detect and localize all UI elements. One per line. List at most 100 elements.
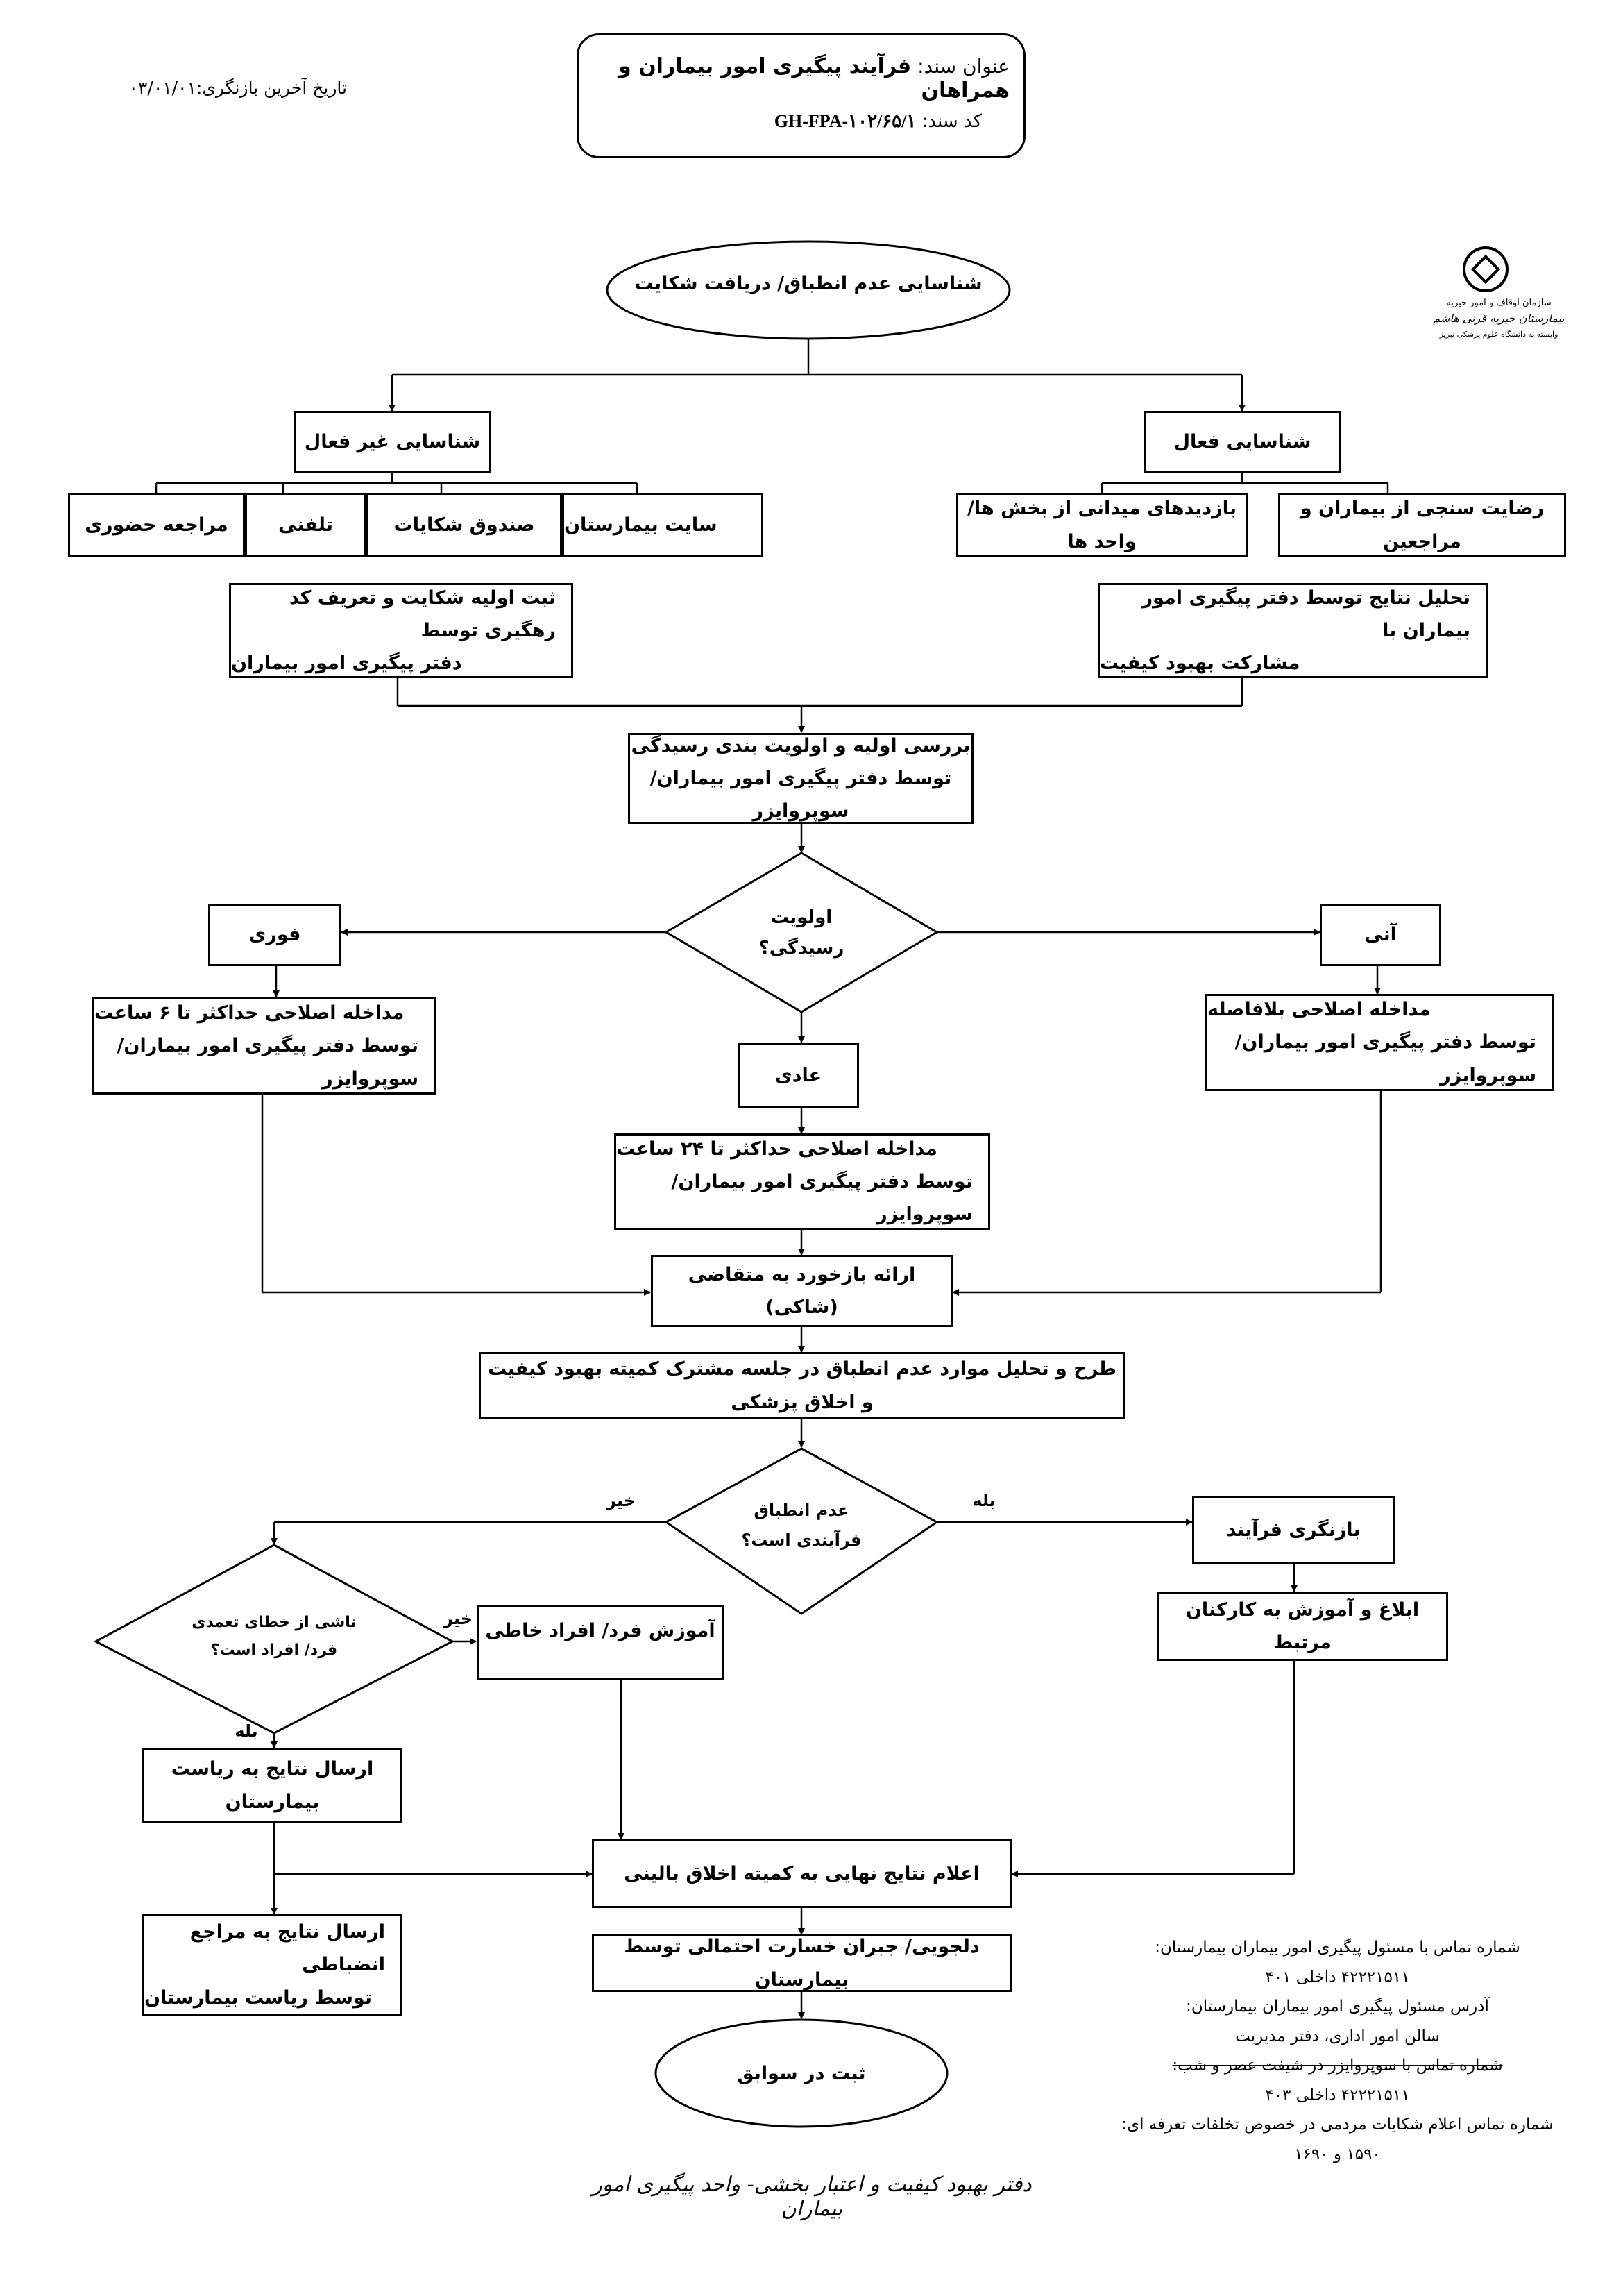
intent-question-line-2: فرد/ افراد است؟ <box>210 1641 338 1659</box>
complaint-box-label: صندوق شکایات <box>393 514 535 536</box>
header-title-box <box>577 33 1026 158</box>
urgent-action-box: مداخله اصلاحی حداکثر تا ۶ ساعت توسط دفتر… <box>92 997 436 1095</box>
no-label: خیر <box>606 1491 636 1510</box>
contact-info: شماره تماس با مسئول پیگیری امور بیماران … <box>1110 1933 1565 2169</box>
contact-line-3: آدرس مسئول پیگیری امور بیماران بیمارستان… <box>1186 1998 1489 2016</box>
train-person-box: آموزش فرد/ افراد خاطی <box>477 1605 724 1680</box>
notify-staff-box: ابلاغ و آموزش به کارکنان مرتبط <box>1157 1592 1448 1661</box>
hospital-logo: سازمان اوقاف و امور خیریه بیمارستان خیری… <box>1429 239 1589 392</box>
urgent-action-line-1: مداخله اصلاحی حداکثر تا ۶ ساعت <box>94 1002 405 1024</box>
website-label: سایت بیمارستان <box>564 514 717 536</box>
immediate-box: آنی <box>1320 904 1441 966</box>
field-visits-box: بازدیدهای میدانی از بخش ها/ واحد ها <box>956 493 1248 557</box>
passive-detection-box: شناسایی غیر فعال <box>294 411 491 473</box>
website-box: سایت بیمارستان <box>562 493 763 557</box>
yes-label-2: بله <box>235 1721 258 1741</box>
document-title: عنوان سند: فرآیند پیگیری امور بیماران و … <box>586 54 1010 103</box>
priority-line-1: اولویت <box>770 907 833 928</box>
start-label: شناسایی عدم انطباق/ دریافت شکایت <box>634 273 983 294</box>
contact-line-8: ۱۵۹۰ و ۱۶۹۰ <box>1294 2145 1381 2163</box>
disciplinary-line-2: توسط ریاست بیمارستان <box>144 1986 372 2009</box>
notify-staff-label: ابلاغ و آموزش به کارکنان مرتبط <box>1185 1598 1420 1653</box>
contact-line-1: شماره تماس با مسئول پیگیری امور بیماران … <box>1155 1939 1520 1957</box>
intent-question-line-1: ناشی از خطای تعمدی <box>192 1614 357 1631</box>
yes-label: بله <box>972 1491 996 1510</box>
committee-label: طرح و تحلیل موارد عدم انطباق در جلسه مشت… <box>488 1358 1116 1413</box>
train-person-label: آموزش فرد/ افراد خاطی <box>485 1620 715 1641</box>
revision-date: تاریخ آخرین بازنگری:۰۳/۰۱/۰۱ <box>128 78 347 98</box>
start-ellipse <box>606 240 1011 340</box>
contact-line-7: شماره تماس اعلام شکایات مردمی در خصوص تخ… <box>1121 2116 1554 2134</box>
passive-detection-label: شناسایی غیر فعال <box>304 431 481 453</box>
announce-results-box: اعلام نتایج نهایی به کمیته اخلاق بالینی <box>592 1839 1012 1908</box>
immediate-action-line-2: توسط دفتر پیگیری امور بیماران/ سوپروایزر <box>1234 1031 1536 1086</box>
contact-line-6: ۴۲۲۲۱۵۱۱ داخلی ۴۰۳ <box>1265 2086 1410 2104</box>
satisfaction-label: رضایت سنجی از بیماران و مراجعین <box>1300 498 1545 552</box>
urgent-box: فوری <box>208 904 341 966</box>
compensation-box: دلجویی/ جبران خسارت احتمالی توسط بیمارست… <box>592 1934 1012 1992</box>
contact-line-5: شماره تماس با سوپروایزر در شیفت عصر و شب… <box>1172 2057 1503 2075</box>
phone-box: تلفنی <box>245 493 366 557</box>
normal-label: عادی <box>774 1064 822 1086</box>
urgent-label: فوری <box>248 924 301 946</box>
normal-box: عادی <box>738 1043 859 1108</box>
document-code: کد سند: GH-FPA-۱۰۲/۶۵/۱ <box>586 111 982 132</box>
send-to-head-box: ارسال نتایج به ریاست بیمارستان <box>142 1748 402 1823</box>
intent-question: ناشی از خطای تعمدی فرد/ افراد است؟ <box>173 1609 375 1664</box>
immediate-label: آنی <box>1364 924 1397 946</box>
intent-question-diamond <box>93 1544 455 1734</box>
register-line-2: دفتر پیگیری امور بیماران <box>231 652 462 675</box>
process-question-diamond <box>664 1447 939 1615</box>
normal-action-line-1: مداخله اصلاحی حداکثر تا ۲۴ ساعت <box>616 1138 937 1160</box>
initial-review-box: بررسی اولیه و اولویت بندی رسیدگی توسط دف… <box>628 733 974 824</box>
in-person-label: مراجعه حضوری <box>85 514 228 536</box>
feedback-box: ارائه بازخورد به متقاضی (شاکی) <box>651 1255 953 1327</box>
priority-line-2: رسیدگی؟ <box>758 938 844 959</box>
footer-signature: دفتر بهبود کیفیت و اعتبار بخشی- واحد پیگ… <box>592 2172 1032 2221</box>
active-detection-box: شناسایی فعال <box>1144 411 1341 473</box>
complaint-box-box: صندوق شکایات <box>366 493 562 557</box>
review-line-2: توسط دفتر پیگیری امور بیماران/ سوپروایزر <box>649 767 952 822</box>
in-person-box: مراجعه حضوری <box>68 493 245 557</box>
logo-line-2: بیمارستان خیریه قرنی هاشم <box>1433 312 1565 325</box>
satisfaction-box: رضایت سنجی از بیماران و مراجعین <box>1278 493 1566 557</box>
contact-line-2: ۴۲۲۲۱۵۱۱ داخلی ۴۰۱ <box>1265 1968 1410 1986</box>
disciplinary-line-1: ارسال نتایج به مراجع انضباطی <box>189 1921 385 1976</box>
analysis-box: تحلیل نتایج توسط دفتر پیگیری امور بیمارا… <box>1098 583 1488 678</box>
feedback-label: ارائه بازخورد به متقاضی (شاکی) <box>688 1263 916 1318</box>
contact-line-4: سالن امور اداری، دفتر مدیریت <box>1235 2027 1440 2045</box>
analysis-line-2: مشارکت بهبود کیفیت <box>1100 652 1300 675</box>
field-visits-label: بازدیدهای میدانی از بخش ها/ واحد ها <box>967 498 1237 552</box>
title-value: فرآیند پیگیری امور بیماران و همراهان <box>618 54 1010 103</box>
compensation-label: دلجویی/ جبران خسارت احتمالی توسط بیمارست… <box>624 1936 980 1991</box>
no-label-2: خیر <box>443 1609 473 1628</box>
committee-analysis-box: طرح و تحلیل موارد عدم انطباق در جلسه مشت… <box>479 1352 1125 1419</box>
record-label: ثبت در سوابق <box>737 2063 866 2084</box>
code-label: کد سند: <box>921 111 982 132</box>
announce-results-label: اعلام نتایج نهایی به کمیته اخلاق بالینی <box>624 1862 980 1884</box>
analysis-line-1: تحلیل نتایج توسط دفتر پیگیری امور بیمارا… <box>1141 586 1470 641</box>
logo-emblem-icon <box>1463 246 1509 292</box>
normal-action-box: مداخله اصلاحی حداکثر تا ۲۴ ساعت توسط دفت… <box>614 1133 990 1230</box>
logo-line-3: وابسته به دانشگاه علوم پزشکی تبریز <box>1439 330 1558 339</box>
code-value: GH-FPA-۱۰۲/۶۵/۱ <box>774 111 917 131</box>
urgent-action-line-2: توسط دفتر پیگیری امور بیماران/ سوپروایزر <box>117 1035 418 1090</box>
active-detection-label: شناسایی فعال <box>1173 431 1311 453</box>
review-line-1: بررسی اولیه و اولویت بندی رسیدگی <box>631 734 971 757</box>
process-question: عدم انطباق فرآیندی است؟ <box>736 1496 867 1555</box>
normal-action-line-2: توسط دفتر پیگیری امور بیماران/ سوپروایزر <box>671 1170 973 1226</box>
revise-process-box: بازنگری فرآیند <box>1192 1496 1395 1564</box>
record-ellipse <box>654 2018 949 2128</box>
process-question-line-1: عدم انطباق <box>754 1501 849 1520</box>
disciplinary-box: ارسال نتایج به مراجع انضباطی توسط ریاست … <box>142 1914 402 2016</box>
send-to-head-label: ارسال نتایج به ریاست بیمارستان <box>171 1758 374 1813</box>
title-label: عنوان سند: <box>917 55 1010 78</box>
phone-label: تلفنی <box>278 514 333 536</box>
priority-diamond <box>664 852 939 1013</box>
revise-process-label: بازنگری فرآیند <box>1226 1519 1361 1541</box>
register-complaint-box: ثبت اولیه شکایت و تعریف کد رهگیری توسط د… <box>229 583 573 678</box>
immediate-action-line-1: مداخله اصلاحی بلافاصله <box>1207 999 1431 1021</box>
process-question-line-2: فرآیندی است؟ <box>741 1530 862 1551</box>
register-line-1: ثبت اولیه شکایت و تعریف کد رهگیری توسط <box>289 586 556 641</box>
priority-question: اولویت رسیدگی؟ <box>722 902 881 963</box>
